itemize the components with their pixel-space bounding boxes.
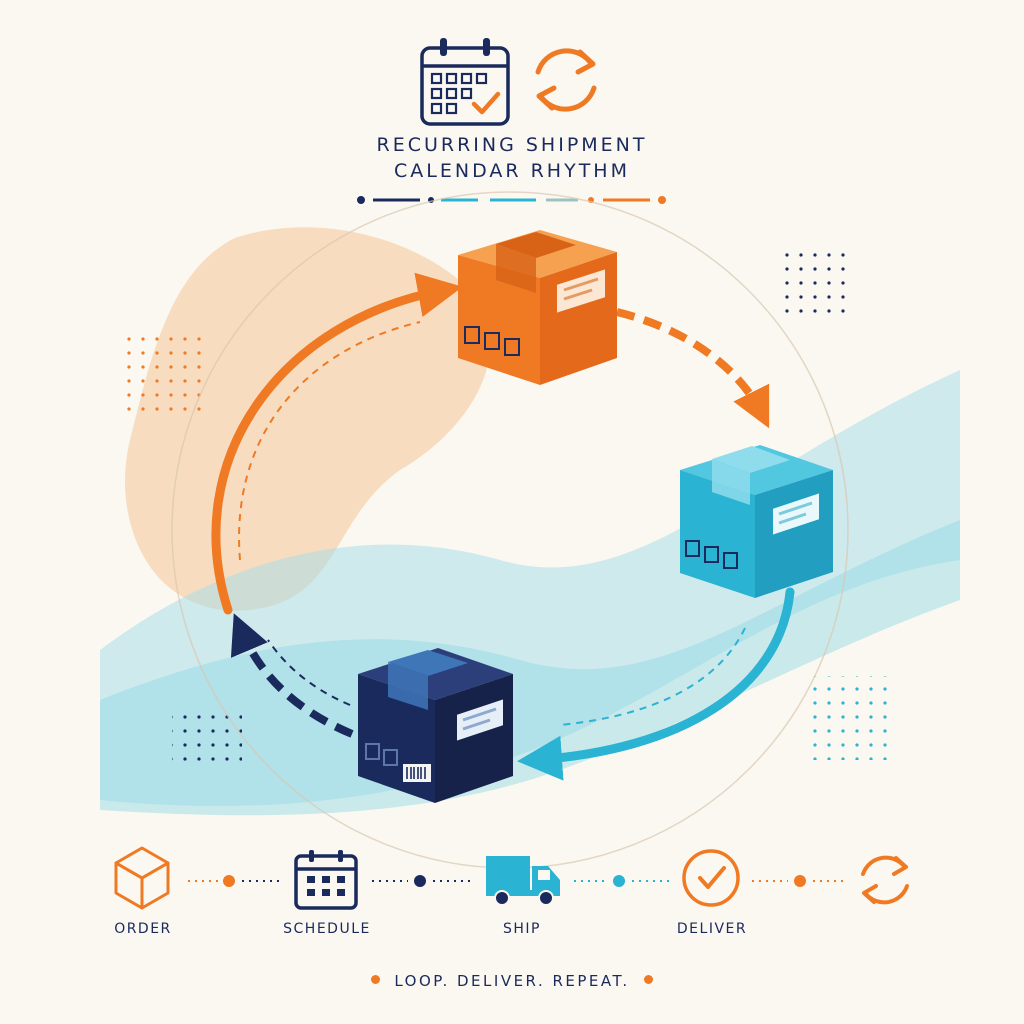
dot-grid-left: [118, 330, 202, 414]
dot-grid-bottom-right: [812, 676, 896, 760]
arrow-teal-to-navy: [517, 587, 795, 781]
tagline-dot-left: [371, 975, 381, 984]
step-order-box-outline-icon: [114, 846, 170, 910]
step-schedule-calendar-grid-icon: [294, 850, 358, 910]
tagline-dot-right: [643, 975, 653, 984]
step-deliver-check-circle-icon: [682, 849, 740, 907]
dashed-inner-navy: [267, 639, 351, 706]
step-label-deliver: DELIVER: [676, 921, 748, 937]
title-divider: [357, 196, 666, 204]
arrow-orange-to-teal: [616, 308, 770, 429]
dashed-inner-orange: [238, 321, 421, 561]
dot-grid-top-right: [775, 250, 845, 320]
teal-wave-front: [100, 520, 960, 816]
package-box-orange: [458, 230, 617, 385]
package-box-teal: [680, 445, 833, 598]
step-ship-truck-icon: [486, 856, 560, 906]
arrow-navy-to-orange: [211, 272, 463, 615]
tagline-text: LOOP. DELIVER. REPEAT.: [394, 972, 630, 990]
step-label-order: ORDER: [114, 921, 172, 937]
step-label-schedule: SCHEDULE: [283, 921, 371, 937]
teal-wave-back: [100, 370, 960, 807]
header-refresh-icon: [535, 48, 597, 112]
title-line-2: CALENDAR RHYTHM: [394, 160, 630, 182]
package-box-navy: [358, 648, 513, 803]
dot-grid-bottom-left: [172, 708, 242, 764]
tagline: LOOP. DELIVER. REPEAT.: [0, 972, 1024, 990]
step-connectors: [188, 875, 846, 887]
step-repeat-refresh-cycle-icon: [861, 855, 909, 905]
title-line-1: RECURRING SHIPMENT: [376, 134, 648, 156]
dashed-inner-teal: [559, 627, 746, 726]
header-calendar-icon: [420, 38, 510, 126]
cycle-arrows: [211, 272, 795, 781]
step-label-ship: SHIP: [503, 921, 541, 937]
